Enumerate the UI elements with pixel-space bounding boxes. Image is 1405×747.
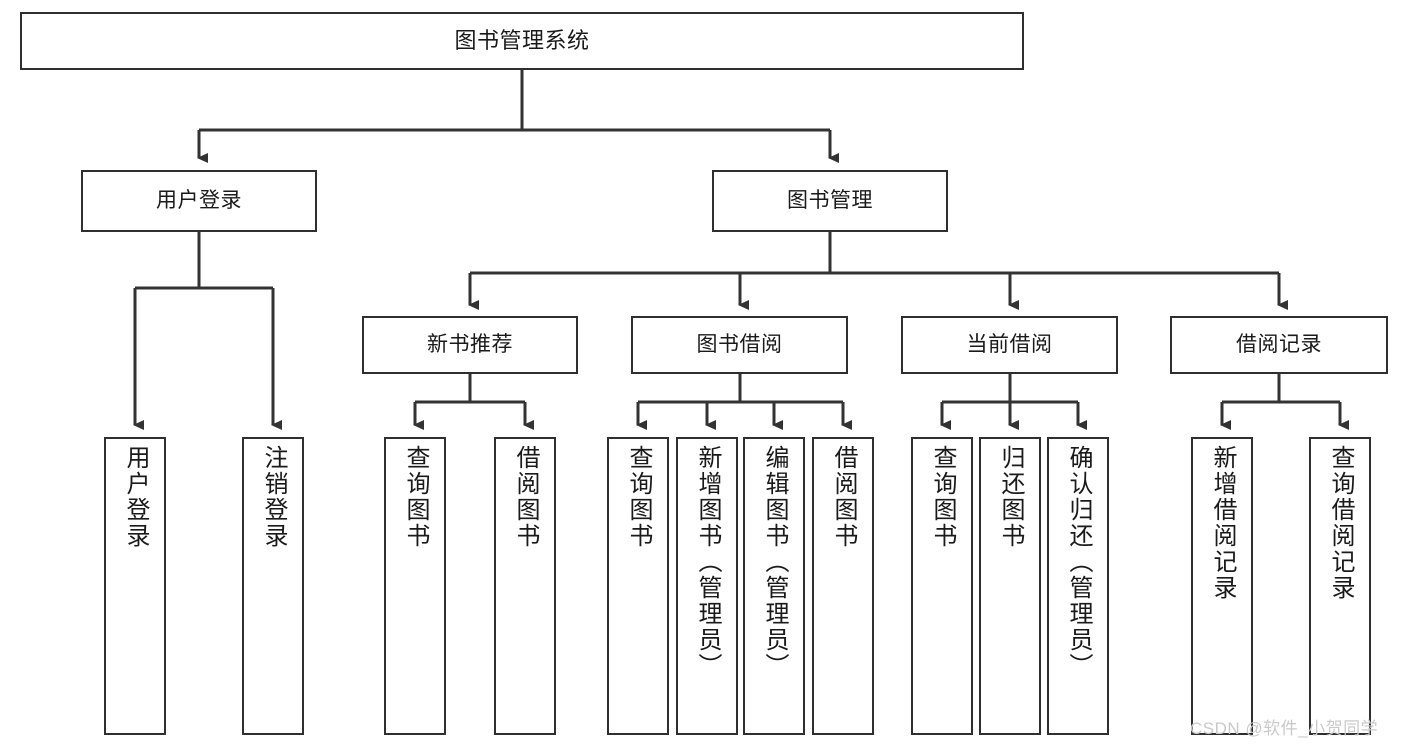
leaf-query-book-current[interactable]: 查询图书: [911, 437, 973, 735]
node-label: 借阅图书: [512, 445, 539, 549]
node-new-book-recommend[interactable]: 新书推荐: [362, 316, 578, 374]
node-label: 新增借阅记录: [1209, 445, 1236, 601]
node-label: 查询借阅记录: [1327, 445, 1354, 601]
node-label: 确认归还（管理员）: [1065, 445, 1092, 679]
node-label: 借阅记录: [1236, 332, 1322, 356]
node-borrow-record[interactable]: 借阅记录: [1170, 316, 1388, 374]
node-label: 新书推荐: [427, 332, 513, 356]
watermark-text: CSDN @软件_小贺同学: [1190, 719, 1379, 738]
node-label: 用户登录: [156, 188, 242, 212]
leaf-borrow-book[interactable]: 借阅图书: [812, 437, 874, 735]
leaf-return-book[interactable]: 归还图书: [979, 437, 1041, 735]
leaf-add-book[interactable]: 新增图书（管理员）: [676, 437, 738, 735]
node-label: 新增图书（管理员）: [694, 445, 721, 679]
leaf-logout-login[interactable]: 注销登录: [242, 437, 304, 735]
leaf-user-login[interactable]: 用户登录: [104, 437, 166, 735]
node-label: 用户登录: [122, 445, 149, 549]
node-label: 查询图书: [402, 445, 429, 549]
node-user-login[interactable]: 用户登录: [81, 170, 317, 232]
node-label: 注销登录: [260, 445, 287, 549]
leaf-add-borrow-record[interactable]: 新增借阅记录: [1191, 437, 1253, 735]
node-label: 图书管理系统: [454, 28, 590, 54]
node-root-system[interactable]: 图书管理系统: [20, 12, 1024, 70]
node-label: 查询图书: [929, 445, 956, 549]
leaf-query-book-recommend[interactable]: 查询图书: [384, 437, 446, 735]
leaf-query-borrow-record[interactable]: 查询借阅记录: [1309, 437, 1371, 735]
leaf-borrow-book-recommend[interactable]: 借阅图书: [494, 437, 556, 735]
leaf-query-book-borrow[interactable]: 查询图书: [607, 437, 669, 735]
leaf-edit-book[interactable]: 编辑图书（管理员）: [743, 437, 805, 735]
node-label: 归还图书: [997, 445, 1024, 549]
node-book-management[interactable]: 图书管理: [712, 170, 948, 232]
node-label: 图书借阅: [696, 332, 783, 356]
node-label: 查询图书: [625, 445, 652, 549]
node-label: 编辑图书（管理员）: [761, 445, 788, 679]
node-current-borrow[interactable]: 当前借阅: [901, 316, 1118, 374]
node-label: 借阅图书: [830, 445, 857, 549]
node-label: 图书管理: [787, 188, 873, 212]
leaf-confirm-return[interactable]: 确认归还（管理员）: [1047, 437, 1109, 735]
node-book-borrow[interactable]: 图书借阅: [631, 316, 848, 374]
node-label: 当前借阅: [966, 332, 1053, 356]
